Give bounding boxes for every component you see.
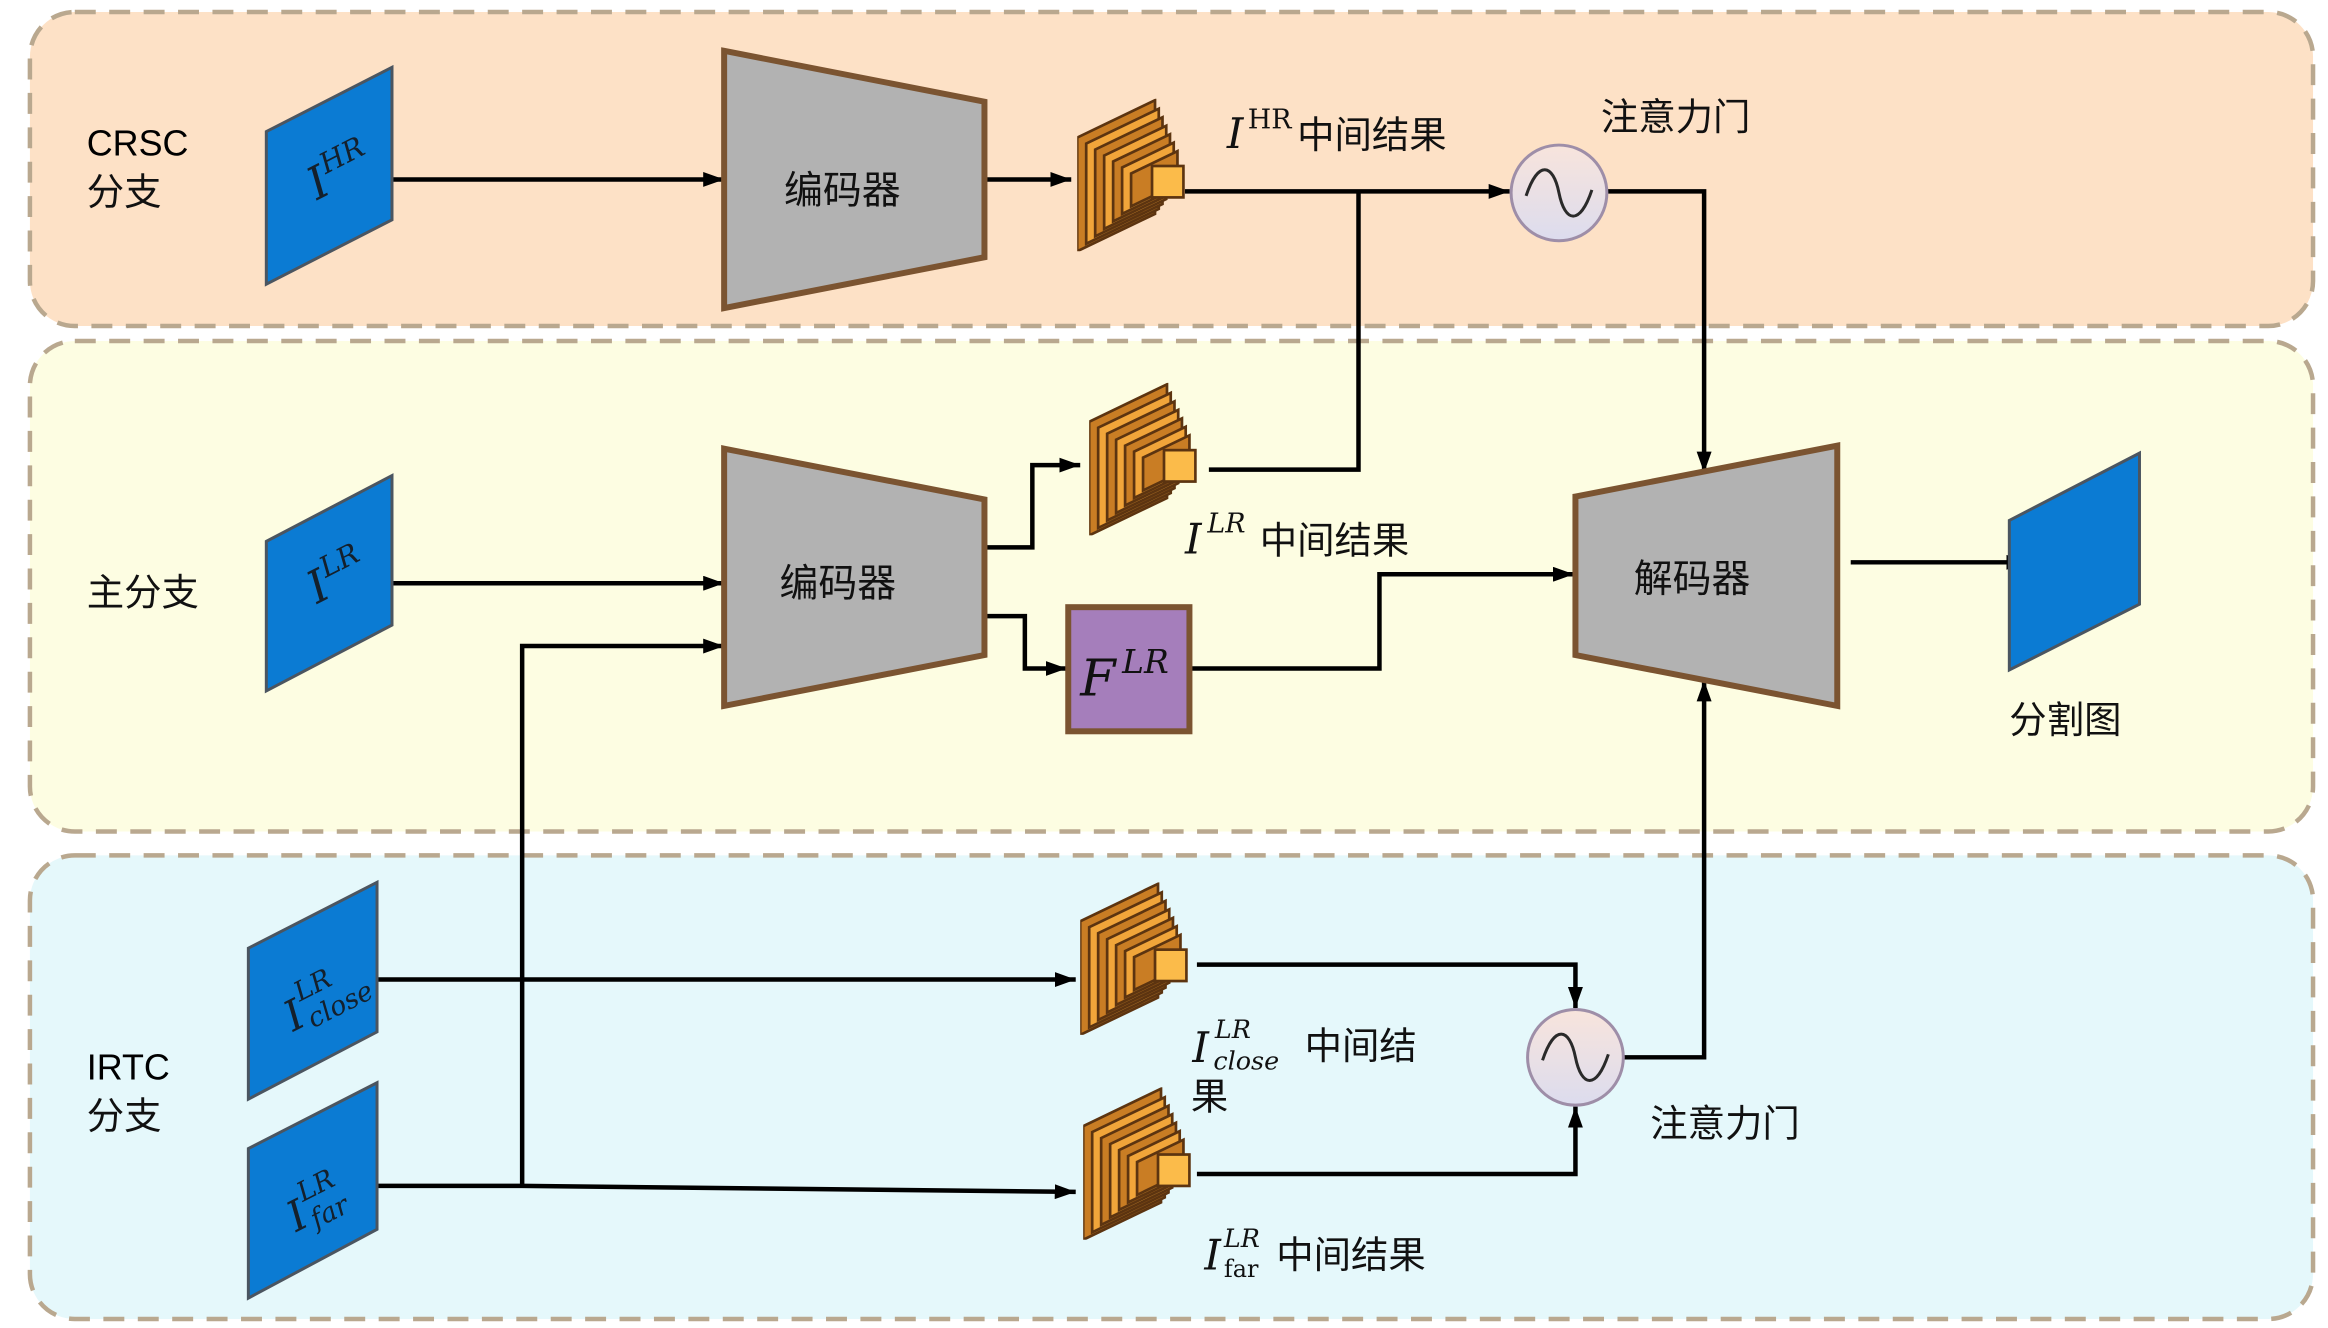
input-image-lr-plane	[264, 473, 394, 694]
decoder-shape	[1572, 442, 1841, 710]
input-image-lr-close-plane	[246, 879, 379, 1102]
arrow-main-encoder-to-flr	[984, 613, 1067, 676]
intermediate-hr-text: 中间结果	[1297, 113, 1447, 157]
input-image-lr-close: I LR close	[246, 879, 379, 1102]
arrow-far-to-far-features	[366, 1183, 1076, 1200]
decoder: 解码器	[1572, 442, 1841, 710]
intermediate-lr-text: 中间结果	[1260, 518, 1410, 562]
crsc-encoder: 编码器	[721, 47, 988, 312]
crsc-branch-label-line2: 分支	[87, 170, 162, 214]
intermediate-close-sup: LR	[1214, 1014, 1251, 1044]
flr-feature-box	[1065, 604, 1193, 735]
intermediate-lr-base: I	[1184, 514, 1203, 563]
intermediate-far-text: 中间结果	[1276, 1233, 1426, 1277]
decoder-label: 解码器	[1634, 557, 1751, 602]
connector-lr-features-to-attention-gate	[1208, 191, 1361, 472]
intermediate-close-sub: close	[1213, 1045, 1279, 1075]
intermediate-close-text-line2: 果	[1191, 1075, 1228, 1119]
intermediate-far-sup: LR	[1223, 1223, 1260, 1253]
main-branch-label: 主分支	[87, 571, 199, 615]
arrow-close-features-to-irtc-gate	[1196, 962, 1583, 1008]
arrow-main-encoder-to-lr-features	[984, 457, 1081, 550]
input-image-lr-far-plane	[246, 1080, 379, 1301]
input-image-lr: I LR	[264, 473, 394, 694]
intermediate-label-lr: I LR 中间结果	[1184, 508, 1409, 563]
output-segmentation: 分割图	[2007, 450, 2141, 742]
sine-wave-icon	[1541, 1032, 1610, 1082]
intermediate-hr-sup: HR	[1248, 105, 1292, 136]
input-image-hr-plane	[264, 64, 394, 287]
intermediate-label-hr: I HR 中间结果	[1226, 105, 1447, 158]
intermediate-close-base: I	[1191, 1023, 1210, 1072]
flr-base: F	[1079, 648, 1117, 707]
intermediate-close-text: 中间结	[1305, 1024, 1417, 1068]
flr-feature: F LR	[1065, 604, 1193, 735]
irtc-branch-panel	[27, 853, 2316, 1322]
intermediate-label-lr-close: I LR close 中间结 果	[1191, 1014, 1417, 1119]
crsc-attention-gate-label: 注意力门	[1601, 95, 1751, 139]
intermediate-hr-base: I	[1226, 109, 1245, 158]
irtc-attention-gate-label: 注意力门	[1650, 1102, 1800, 1146]
input-image-lr-far: I LR far	[246, 1080, 379, 1301]
intermediate-label-lr-far: I LR far 中间结果	[1203, 1223, 1425, 1283]
arrow-crsc-gate-to-decoder	[1606, 189, 1712, 473]
intermediate-far-sub: far	[1224, 1255, 1259, 1283]
main-encoder-label: 编码器	[780, 562, 897, 607]
main-encoder: 编码器	[721, 445, 988, 710]
flr-sup: LR	[1121, 642, 1169, 681]
arrow-irtc-gate-to-decoder	[1623, 680, 1712, 1060]
irtc-attention-gate: 注意力门	[1526, 1007, 1800, 1146]
arrow-far-to-main-encoder	[519, 638, 725, 1186]
input-image-hr: I HR	[264, 64, 394, 287]
output-image-plane	[2007, 450, 2141, 673]
sine-wave-icon	[1524, 168, 1594, 218]
output-label: 分割图	[2009, 698, 2121, 742]
crsc-branch-label: CRSC	[87, 124, 189, 164]
crsc-attention-gate: 注意力门	[1509, 95, 1751, 243]
irtc-branch-label: IRTC	[87, 1048, 170, 1088]
arrow-flr-to-decoder	[1189, 566, 1574, 671]
crsc-encoder-label: 编码器	[784, 168, 901, 213]
crsc-encoder-shape	[721, 47, 988, 312]
main-encoder-shape	[721, 445, 988, 710]
intermediate-lr-sup: LR	[1206, 508, 1245, 539]
arrow-far-features-to-irtc-gate	[1196, 1106, 1583, 1177]
intermediate-far-base: I	[1203, 1231, 1222, 1280]
irtc-branch-label-line2: 分支	[87, 1094, 162, 1138]
